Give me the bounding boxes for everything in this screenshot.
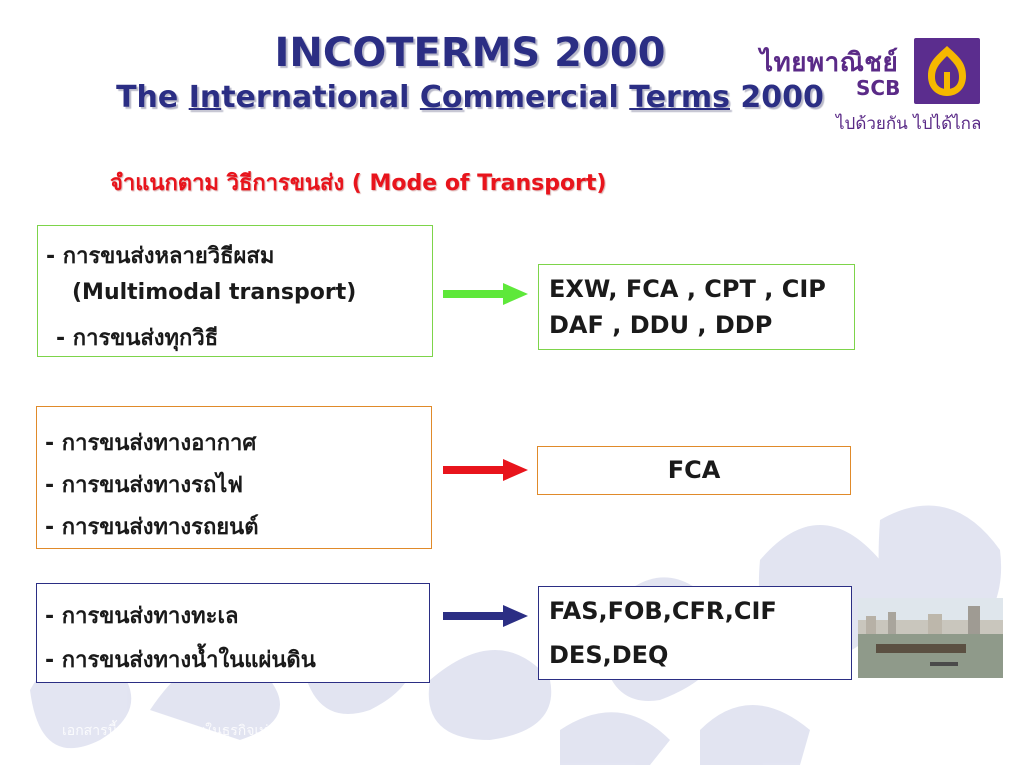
transport-line: - การขนส่งทางรถไฟ [45,473,243,498]
arrow-right-icon [443,459,528,481]
terms-line: FCA [667,456,721,484]
logo-slogan: ไปด้วยกัน ไปได้ไกล [836,114,982,134]
page-subtitle-english: The International Commercial Terms 2000 [0,80,940,115]
terms-line: EXW, FCA , CPT , CIP [549,275,826,303]
terms-line: DES,DEQ [549,641,669,669]
logo-thai-name: ไทยพาณิชย์ [760,48,899,78]
terms-box-multimodal: EXW, FCA , CPT , CIP DAF , DDU , DDP [538,264,855,350]
transport-line: - การขนส่งทุกวิธี [56,326,219,351]
arrow-right-icon [443,605,528,627]
transport-box-air-rail-road: - การขนส่งทางอากาศ - การขนส่งทางรถไฟ - ก… [36,406,432,549]
title-part: Terms [629,80,730,115]
logo-abbrev: SCB [856,76,901,100]
title-part: The [116,80,189,115]
terms-box-sea-inland: FAS,FOB,CFR,CIF DES,DEQ [538,586,852,680]
title-part: Co [419,80,463,115]
transport-box-multimodal: - การขนส่งหลายวิธีผสม (Multimodal transp… [37,225,433,357]
title-part: mmercial [462,80,630,115]
terms-line: DAF , DDU , DDP [549,311,773,339]
title-part: 2000 [729,80,824,115]
footer-note: เอกสารนี้สำหรับ ใช้ภายในธุรกิจเท่านั้น ห… [62,723,327,739]
transport-line: - การขนส่งทางน้ำในแผ่นดิน [45,648,316,673]
transport-line: - การขนส่งทางรถยนต์ [45,515,259,540]
page-title: INCOTERMS 2000 [274,30,666,76]
terms-line: FAS,FOB,CFR,CIF [549,597,777,625]
title-part: ternational [221,80,420,115]
transport-box-sea-inland: - การขนส่งทางทะเล - การขนส่งทางน้ำในแผ่น… [36,583,430,683]
title-part: In [188,80,222,115]
transport-line: (Multimodal transport) [72,280,357,305]
scb-logo: ไทยพาณิชย์ SCB ไปด้วยกัน ไปได้ไกล [760,38,982,134]
river-barge-photo [858,598,1003,678]
scb-emblem-icon [914,38,980,104]
transport-line: - การขนส่งทางทะเล [45,604,239,629]
transport-line: - การขนส่งทางอากาศ [45,431,257,456]
terms-box-air-rail-road: FCA [537,446,851,495]
arrow-right-icon [443,283,528,305]
section-subtitle: จำแนกตาม วิธีการขนส่ง ( Mode of Transpor… [110,171,607,196]
transport-line: - การขนส่งหลายวิธีผสม [46,244,275,269]
